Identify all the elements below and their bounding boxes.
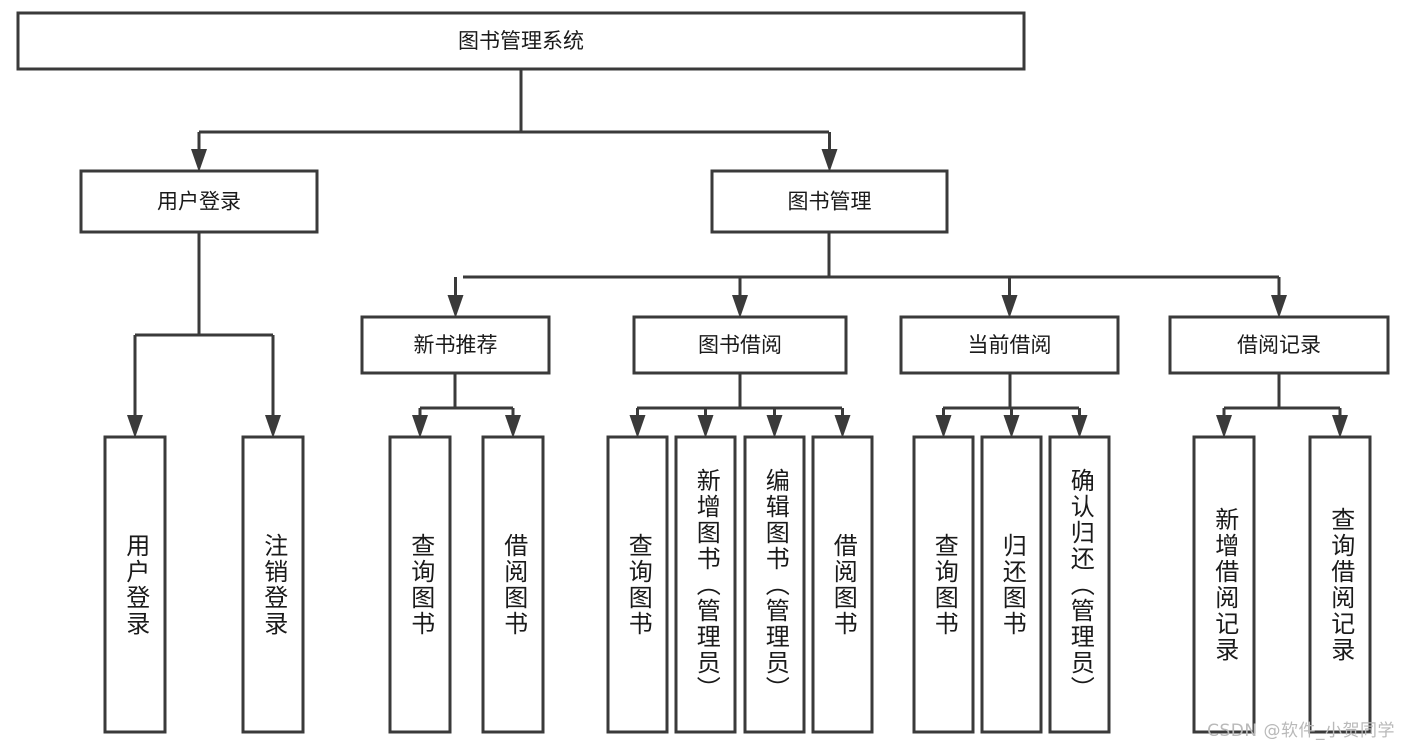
node-box-root[interactable] bbox=[16, 11, 1026, 71]
arrow-head-book-borrow bbox=[732, 295, 748, 318]
node-box-layer bbox=[16, 11, 1390, 734]
arrow-head-leaf-current-return-book bbox=[1003, 415, 1020, 438]
node-box-leaf-borrow-edit-book[interactable] bbox=[743, 435, 806, 734]
node-label-borrow-record: 借阅记录 bbox=[1237, 333, 1321, 357]
arrow-head-current-borrow bbox=[1001, 295, 1018, 318]
node-box-leaf-record-add[interactable] bbox=[1192, 435, 1256, 734]
node-box-user-login[interactable] bbox=[79, 169, 319, 234]
arrow-head-book-manage bbox=[821, 149, 838, 172]
arrow-head-leaf-record-query bbox=[1332, 415, 1348, 438]
node-label-new-book-rec: 新书推荐 bbox=[414, 333, 498, 357]
arrow-head-user-login bbox=[191, 149, 207, 172]
connector-layer bbox=[127, 69, 1348, 438]
node-box-current-borrow[interactable] bbox=[899, 315, 1120, 375]
arrow-head-leaf-borrow-add-book bbox=[697, 415, 714, 438]
node-label-root: 图书管理系统 bbox=[458, 29, 584, 53]
node-box-leaf-borrow-borrow-book[interactable] bbox=[811, 435, 874, 734]
node-label-current-borrow: 当前借阅 bbox=[968, 333, 1052, 357]
arrow-head-leaf-rec-borrow-book bbox=[505, 415, 521, 438]
arrow-head-leaf-borrow-query-book bbox=[629, 415, 646, 438]
node-box-leaf-current-return-book[interactable] bbox=[980, 435, 1043, 734]
node-box-leaf-user-login[interactable] bbox=[103, 435, 167, 734]
arrow-head-leaf-user-login bbox=[127, 415, 143, 438]
node-box-book-borrow[interactable] bbox=[632, 315, 848, 375]
arrow-head-new-book-rec bbox=[447, 295, 464, 318]
node-box-leaf-rec-borrow-book[interactable] bbox=[481, 435, 545, 734]
arrow-head-leaf-current-confirm-return bbox=[1071, 415, 1088, 438]
node-box-leaf-record-query[interactable] bbox=[1308, 435, 1372, 734]
node-box-leaf-user-logout[interactable] bbox=[241, 435, 305, 734]
node-box-leaf-current-query-book[interactable] bbox=[912, 435, 975, 734]
node-label-book-manage: 图书管理 bbox=[788, 190, 872, 214]
arrow-head-leaf-rec-query-book bbox=[412, 415, 428, 438]
node-box-book-manage[interactable] bbox=[710, 169, 949, 234]
arrow-head-leaf-record-add bbox=[1216, 415, 1232, 438]
node-box-leaf-current-confirm-return[interactable] bbox=[1048, 435, 1111, 734]
node-box-new-book-rec[interactable] bbox=[360, 315, 551, 375]
arrow-head-leaf-user-logout bbox=[265, 415, 281, 438]
arrow-head-leaf-borrow-edit-book bbox=[766, 415, 783, 438]
arrow-head-leaf-borrow-borrow-book bbox=[834, 415, 851, 438]
node-label-book-borrow: 图书借阅 bbox=[698, 333, 782, 357]
arrow-head-leaf-current-query-book bbox=[935, 415, 952, 438]
node-box-leaf-borrow-add-book[interactable] bbox=[674, 435, 737, 734]
node-box-borrow-record[interactable] bbox=[1168, 315, 1390, 375]
node-label-user-login: 用户登录 bbox=[157, 190, 241, 214]
arrow-head-borrow-record bbox=[1271, 295, 1287, 318]
node-box-leaf-rec-query-book[interactable] bbox=[388, 435, 452, 734]
node-box-leaf-borrow-query-book[interactable] bbox=[606, 435, 669, 734]
